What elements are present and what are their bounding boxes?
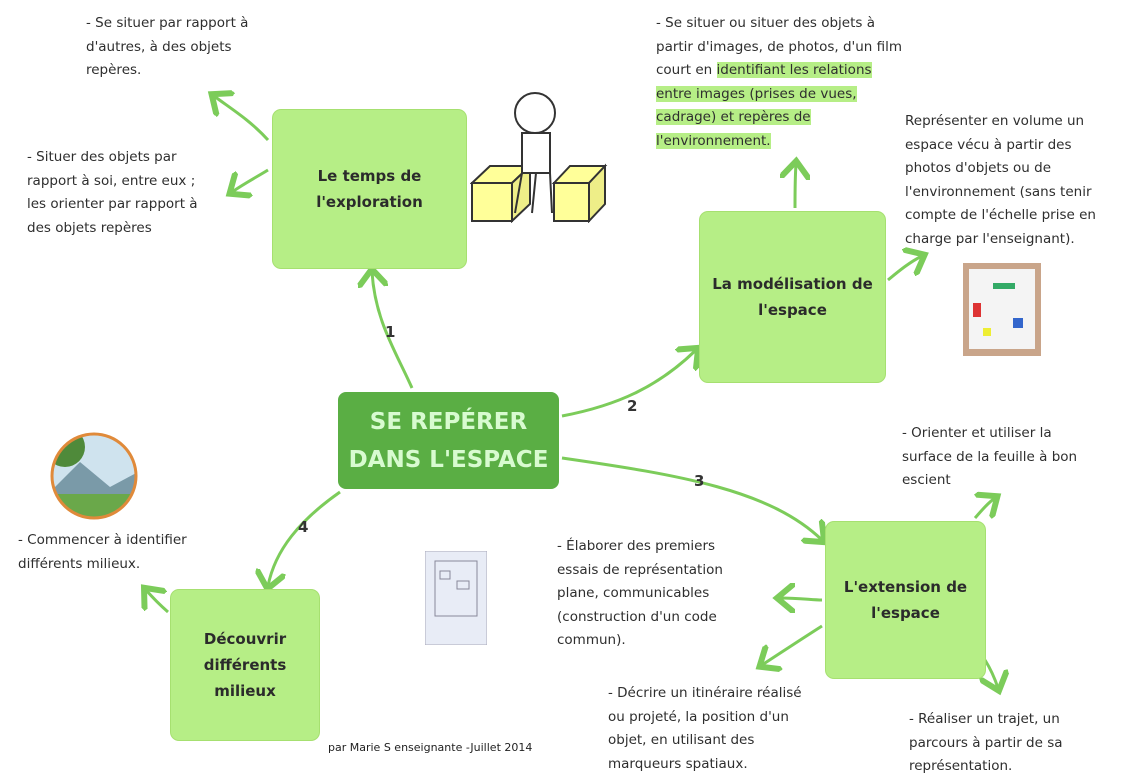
note-2a-text: - Se situer ou situer des objets à parti… [656, 15, 903, 78]
node-label: Le temps de l'exploration [316, 167, 423, 211]
note-3a: - Orienter et utiliser la surface de la … [902, 425, 1078, 488]
arrow-1a [214, 96, 270, 142]
landscape-image [50, 432, 138, 520]
note-1b: - Situer des objets par rapport à soi, e… [27, 149, 198, 236]
arrow-3b [780, 598, 823, 600]
node-extension[interactable]: L'extension de l'espace [826, 522, 985, 678]
node-modelisation[interactable]: La modélisation de l'espace [700, 212, 885, 382]
note-4: - Commencer à identifier différents mili… [18, 532, 187, 572]
arrow-central-to-2 [561, 350, 696, 418]
node-label: L'extension de l'espace [843, 578, 968, 622]
arrow-1b [232, 168, 269, 192]
plan-drawing-image [425, 551, 487, 645]
arrow-central-to-1 [372, 272, 414, 389]
node-label: La modélisation de l'espace [712, 275, 873, 319]
arrow-3a [973, 498, 995, 519]
note-1a: - Se situer par rapport à d'autres, à de… [86, 15, 249, 78]
arrow-4 [146, 590, 169, 614]
arrow-2b [887, 256, 922, 282]
note-3b: - Élaborer des premiers essais de représ… [557, 538, 723, 648]
arrow-central-to-4 [268, 490, 341, 586]
branch-number-2: 2 [627, 397, 638, 415]
node-label: Découvrir différents milieux [203, 630, 287, 700]
central-line1: SE REPÉRER [369, 408, 528, 435]
note-2a: - Se situer ou situer des objets à parti… [656, 12, 902, 153]
child-with-cubes-image [470, 92, 608, 223]
node-exploration[interactable]: Le temps de l'exploration [273, 110, 466, 268]
branch-number-3: 3 [694, 472, 705, 490]
node-milieux[interactable]: Découvrir différents milieux [171, 590, 319, 740]
branch-number-4: 4 [298, 518, 309, 536]
author-credit: par Marie S enseignante -Juillet 2014 [328, 741, 533, 754]
note-3d: - Réaliser un trajet, un parcours à part… [909, 711, 1063, 774]
branch-number-1: 1 [385, 323, 396, 341]
arrow-2a [795, 164, 796, 209]
classroom-photo [963, 263, 1041, 356]
arrow-3c [762, 624, 823, 665]
arrow-central-to-3 [561, 456, 822, 540]
note-2b: Représenter en volume un espace vécu à p… [905, 113, 1096, 247]
central-line2: DANS L'ESPACE [348, 446, 549, 473]
arrow-3d [985, 659, 998, 688]
note-3c: - Décrire un itinéraire réalisé ou proje… [608, 685, 802, 772]
central-topic[interactable]: SE REPÉRER DANS L'ESPACE [338, 392, 559, 489]
